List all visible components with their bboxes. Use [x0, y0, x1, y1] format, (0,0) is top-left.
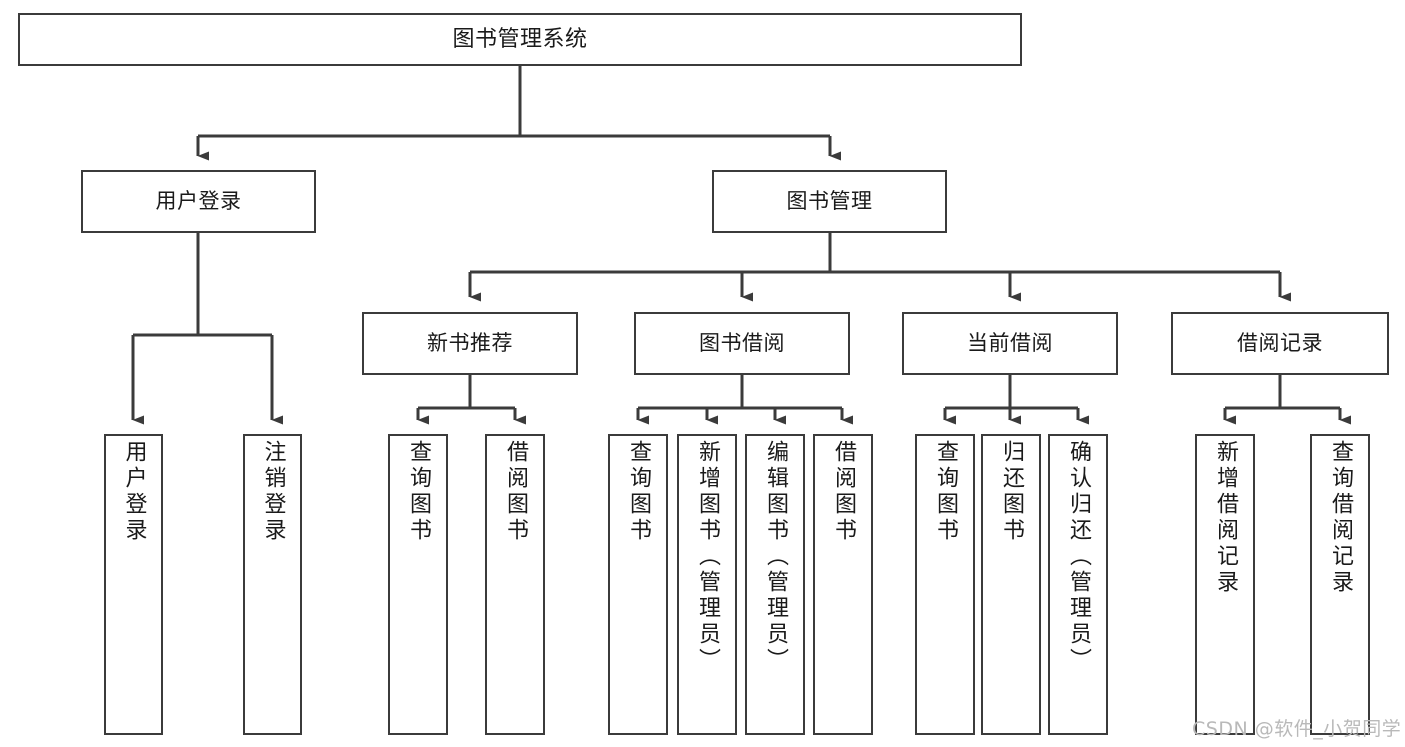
leaf-book-borrow-add-book-admin[interactable]: 新增图书（管理员） [677, 434, 737, 735]
leaf-book-borrow-borrow-book[interactable]: 借阅图书 [813, 434, 873, 735]
node-borrow-record[interactable]: 借阅记录 [1171, 312, 1389, 375]
node-book-management[interactable]: 图书管理 [712, 170, 947, 233]
watermark-text: CSDN @软件_小贺同学 [1192, 718, 1402, 740]
node-label: 归还图书 [999, 440, 1024, 544]
node-label: 编辑图书（管理员） [763, 440, 788, 674]
leaf-user-login-logout[interactable]: 注销登录 [243, 434, 302, 735]
node-label: 用户登录 [155, 189, 242, 214]
leaf-current-borrow-query-book[interactable]: 查询图书 [915, 434, 975, 735]
node-label: 当前借阅 [967, 331, 1053, 356]
node-label: 图书管理系统 [452, 26, 588, 52]
node-label: 用户登录 [121, 440, 147, 544]
node-label: 查询图书 [626, 440, 651, 544]
node-user-login[interactable]: 用户登录 [81, 170, 316, 233]
node-label: 查询图书 [933, 440, 958, 544]
node-current-borrow[interactable]: 当前借阅 [902, 312, 1118, 375]
node-root-book-management-system[interactable]: 图书管理系统 [18, 13, 1022, 66]
leaf-new-book-query-book[interactable]: 查询图书 [388, 434, 448, 735]
node-new-book-recommend[interactable]: 新书推荐 [362, 312, 578, 375]
leaf-current-borrow-confirm-return-admin[interactable]: 确认归还（管理员） [1048, 434, 1108, 735]
node-label: 查询图书 [406, 440, 431, 544]
leaf-borrow-record-add-record[interactable]: 新增借阅记录 [1195, 434, 1255, 735]
node-book-borrow[interactable]: 图书借阅 [634, 312, 850, 375]
node-label: 借阅图书 [503, 440, 528, 544]
node-label: 图书管理 [786, 189, 873, 214]
node-label: 图书借阅 [699, 331, 785, 356]
node-label: 新书推荐 [427, 331, 513, 356]
node-label: 新增图书（管理员） [695, 440, 720, 674]
leaf-book-borrow-query-book[interactable]: 查询图书 [608, 434, 668, 735]
node-label: 查询借阅记录 [1328, 440, 1353, 596]
node-label: 新增借阅记录 [1213, 440, 1238, 596]
node-label: 借阅图书 [831, 440, 856, 544]
leaf-user-login-login[interactable]: 用户登录 [104, 434, 163, 735]
leaf-book-borrow-edit-book-admin[interactable]: 编辑图书（管理员） [745, 434, 805, 735]
node-label: 确认归还（管理员） [1066, 440, 1091, 674]
node-label: 借阅记录 [1237, 331, 1323, 356]
leaf-new-book-borrow-book[interactable]: 借阅图书 [485, 434, 545, 735]
leaf-current-borrow-return-book[interactable]: 归还图书 [981, 434, 1041, 735]
node-label: 注销登录 [260, 440, 286, 544]
leaf-borrow-record-query-record[interactable]: 查询借阅记录 [1310, 434, 1370, 735]
